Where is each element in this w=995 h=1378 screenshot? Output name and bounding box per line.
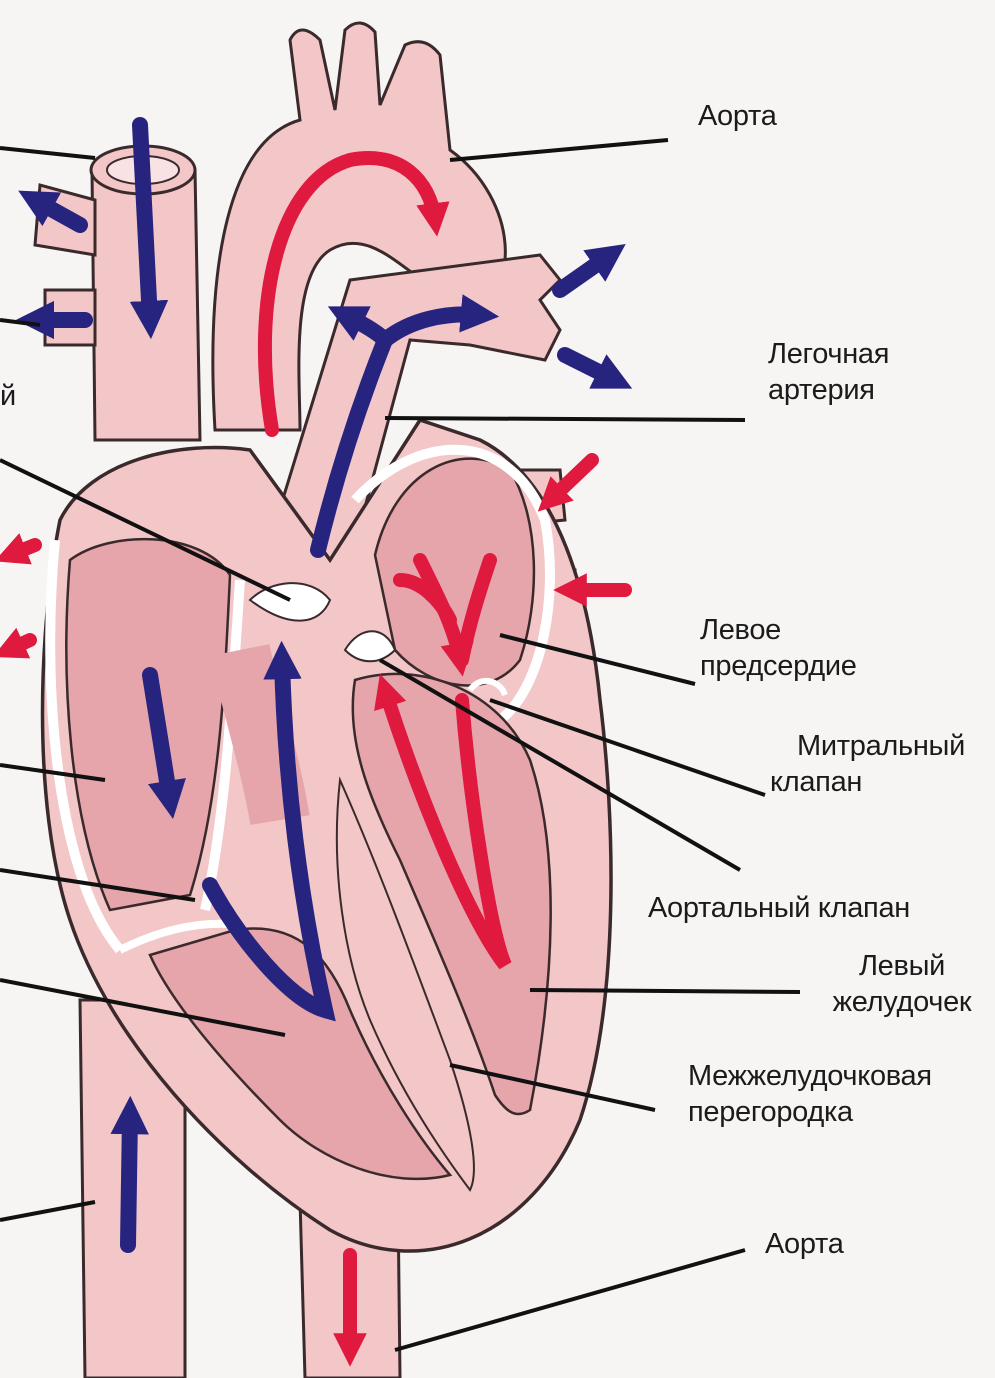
label-aorta-bottom: Аорта [765, 1226, 844, 1262]
leader-left-7 [0, 1202, 95, 1220]
label-left-ventricle: Левый желудочек [822, 948, 982, 1020]
leader-left-1 [0, 148, 95, 158]
label-mitral-valve: Митральный клапан [770, 728, 965, 800]
label-pulmonary-artery: Легочная артерия [768, 336, 889, 408]
label-septum: Межжелудочковая перегородка [688, 1058, 932, 1130]
leader-pulmonary-artery [385, 418, 745, 420]
label-cut-fragment: й [0, 378, 16, 414]
label-aorta-top: Аорта [698, 98, 777, 134]
leader-aorta-bottom [395, 1250, 745, 1350]
leader-left-ventricle [530, 990, 800, 992]
leader-aorta-top [450, 140, 668, 160]
label-aortic-valve: Аортальный клапан [648, 890, 910, 926]
label-left-atrium: Левое предсердие [700, 612, 857, 684]
